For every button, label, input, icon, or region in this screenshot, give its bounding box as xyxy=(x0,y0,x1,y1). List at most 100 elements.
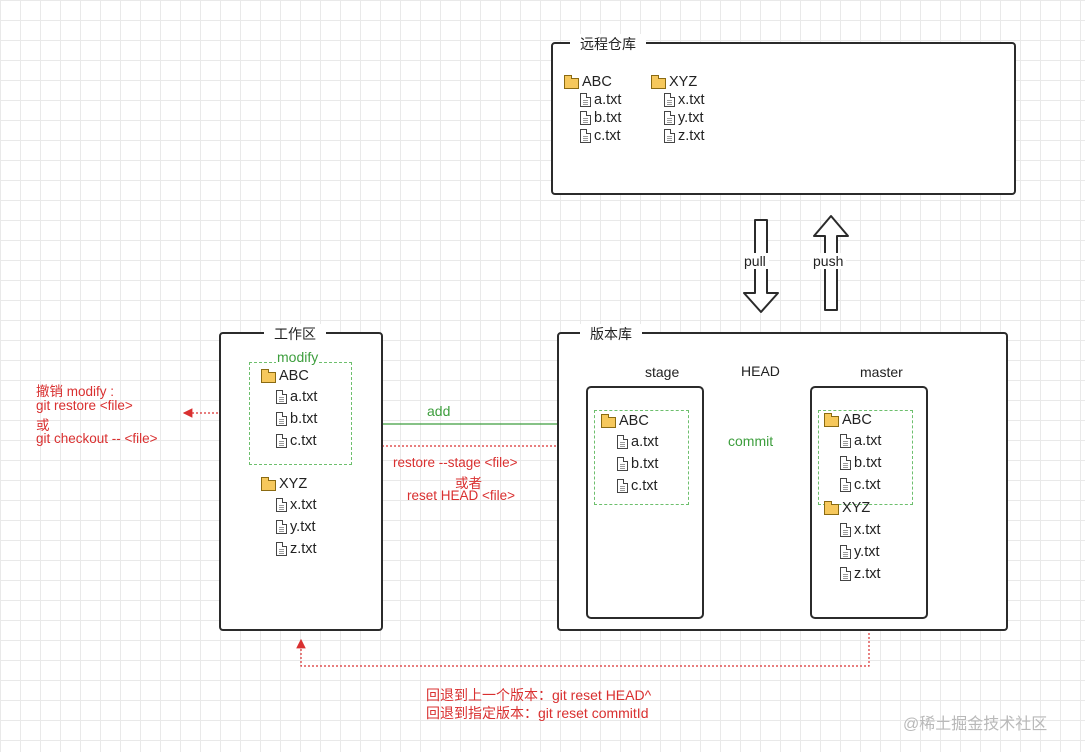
pull-label: pull xyxy=(741,253,769,269)
remote-folder-abc: ABC xyxy=(564,74,612,90)
folder-label: XYZ xyxy=(669,74,698,90)
master-folder-abc: ABC xyxy=(824,412,872,428)
staged-files-region xyxy=(594,410,689,505)
stage-file: a.txt xyxy=(617,434,658,450)
folder-icon xyxy=(651,74,666,89)
master-file: c.txt xyxy=(840,477,881,493)
folder-icon xyxy=(824,412,839,427)
file-label: z.txt xyxy=(290,541,317,557)
master-file: a.txt xyxy=(840,433,881,449)
stage-file: c.txt xyxy=(617,478,658,494)
file-label: a.txt xyxy=(631,434,659,450)
undo-label-line1: 撤销 modify : xyxy=(36,384,115,399)
stage-folder-abc: ABC xyxy=(601,413,649,429)
master-file: y.txt xyxy=(840,544,880,560)
file-label: z.txt xyxy=(854,566,881,582)
file-icon xyxy=(840,478,851,492)
workspace-title: 工作区 xyxy=(264,324,326,344)
repository-title: 版本库 xyxy=(580,324,642,344)
workspace-file: a.txt xyxy=(276,389,317,405)
folder-icon xyxy=(261,476,276,491)
folder-label: XYZ xyxy=(842,500,871,516)
file-icon xyxy=(580,129,591,143)
restore-label-line3: reset HEAD <file> xyxy=(407,488,516,503)
file-label: y.txt xyxy=(290,519,316,535)
master-label: master xyxy=(860,364,903,380)
folder-icon xyxy=(564,74,579,89)
file-label: a.txt xyxy=(290,389,318,405)
folder-label: ABC xyxy=(279,368,309,384)
head-label: HEAD xyxy=(741,363,780,379)
workspace-file: z.txt xyxy=(276,541,317,557)
file-icon xyxy=(276,390,287,404)
file-icon xyxy=(840,545,851,559)
restore-label-line2: 或者 xyxy=(455,476,482,491)
file-icon xyxy=(664,129,675,143)
workspace-folder-abc: ABC xyxy=(261,368,309,384)
file-icon xyxy=(840,523,851,537)
file-icon xyxy=(840,434,851,448)
undo-label-line3: 或 xyxy=(36,418,50,433)
file-icon xyxy=(664,93,675,107)
remote-repository-box xyxy=(551,42,1016,195)
master-file: z.txt xyxy=(840,566,881,582)
committed-files-region xyxy=(818,410,913,505)
reset-label-line1: 回退到上一个版本：git reset HEAD^ xyxy=(426,687,652,703)
commit-label: commit xyxy=(728,433,774,449)
file-label: c.txt xyxy=(631,478,658,494)
file-icon xyxy=(276,542,287,556)
remote-file: a.txt xyxy=(580,92,621,108)
folder-icon xyxy=(824,500,839,515)
watermark: @稀土掘金技术社区 xyxy=(903,716,1048,733)
file-icon xyxy=(580,93,591,107)
file-label: y.txt xyxy=(854,544,880,560)
folder-label: ABC xyxy=(842,412,872,428)
file-label: a.txt xyxy=(854,433,882,449)
remote-file: z.txt xyxy=(664,128,705,144)
file-icon xyxy=(276,412,287,426)
file-label: b.txt xyxy=(290,411,318,427)
file-label: a.txt xyxy=(594,92,622,108)
file-icon xyxy=(617,457,628,471)
file-icon xyxy=(580,111,591,125)
master-file: x.txt xyxy=(840,522,881,538)
workspace-file: x.txt xyxy=(276,497,317,513)
file-icon xyxy=(276,434,287,448)
file-icon xyxy=(840,567,851,581)
stage-label: stage xyxy=(645,364,680,380)
file-label: x.txt xyxy=(854,522,881,538)
remote-file: x.txt xyxy=(664,92,705,108)
folder-icon xyxy=(601,413,616,428)
file-label: b.txt xyxy=(594,110,622,126)
master-file: b.txt xyxy=(840,455,881,471)
file-label: y.txt xyxy=(678,110,704,126)
workspace-file: y.txt xyxy=(276,519,316,535)
file-icon xyxy=(276,520,287,534)
folder-label: ABC xyxy=(582,74,612,90)
workspace-folder-xyz: XYZ xyxy=(261,476,307,492)
add-label: add xyxy=(427,403,451,419)
file-label: c.txt xyxy=(854,477,881,493)
file-label: x.txt xyxy=(678,92,705,108)
file-label: b.txt xyxy=(631,456,659,472)
master-folder-xyz: XYZ xyxy=(824,500,870,516)
file-icon xyxy=(617,435,628,449)
file-label: x.txt xyxy=(290,497,317,513)
undo-label-line4: git checkout -- <file> xyxy=(36,431,158,446)
reset-arrow xyxy=(296,621,870,667)
remote-repository-title: 远程仓库 xyxy=(570,34,646,54)
remote-file: c.txt xyxy=(580,128,621,144)
file-icon xyxy=(276,498,287,512)
stage-file: b.txt xyxy=(617,456,658,472)
file-icon xyxy=(617,479,628,493)
remote-file: b.txt xyxy=(580,110,621,126)
workspace-file: c.txt xyxy=(276,433,317,449)
workspace-file: b.txt xyxy=(276,411,317,427)
remote-file: y.txt xyxy=(664,110,704,126)
file-icon xyxy=(840,456,851,470)
file-label: c.txt xyxy=(594,128,621,144)
modify-label: modify xyxy=(276,349,320,365)
file-label: z.txt xyxy=(678,128,705,144)
file-label: c.txt xyxy=(290,433,317,449)
folder-label: ABC xyxy=(619,413,649,429)
